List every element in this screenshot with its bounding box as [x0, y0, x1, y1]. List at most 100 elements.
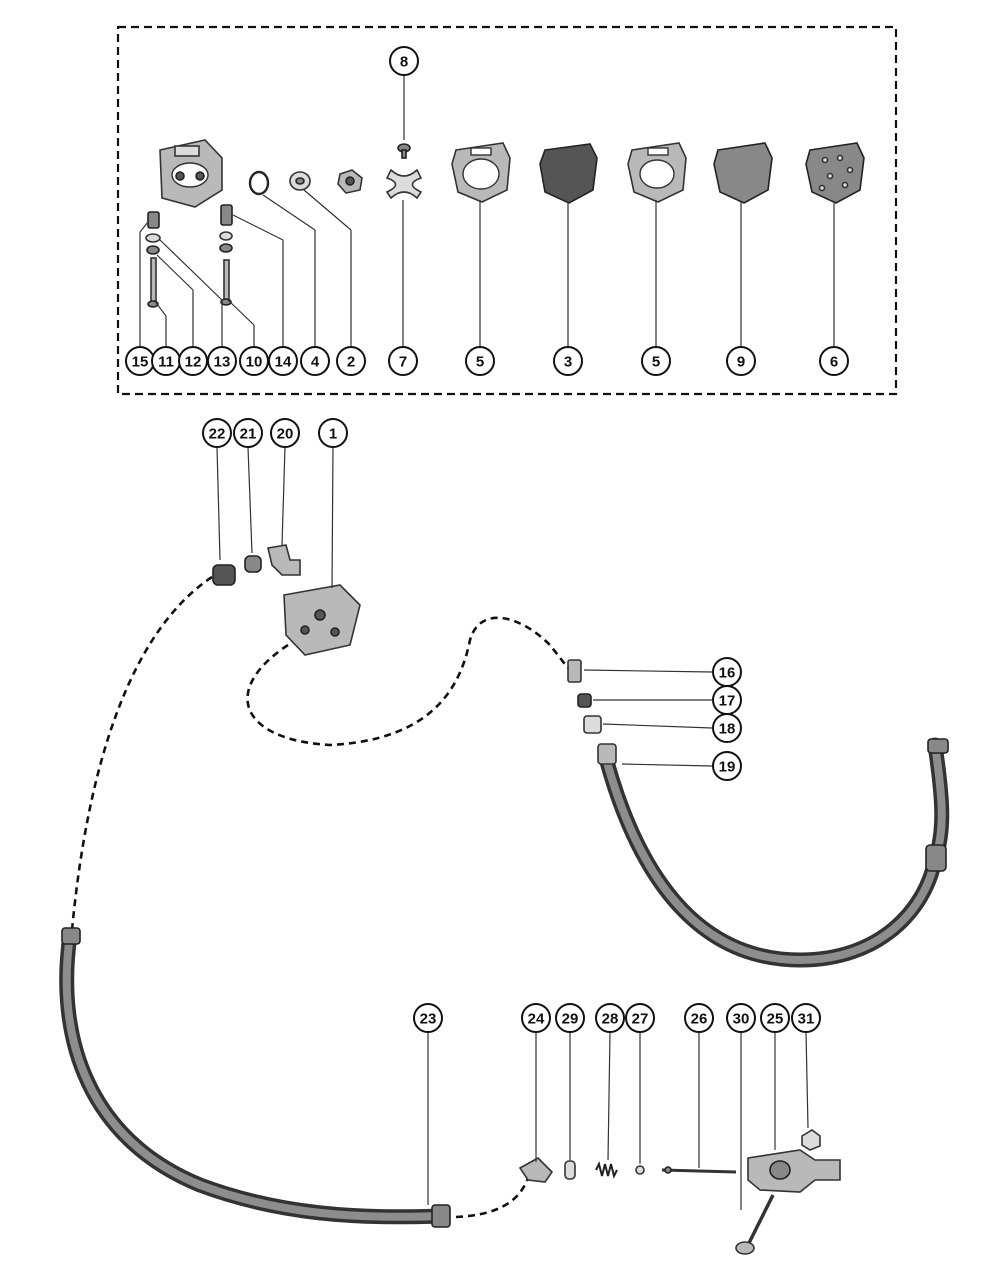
callout-4: 4	[300, 346, 330, 376]
fitting-16	[567, 659, 582, 683]
callout-circle	[389, 46, 419, 76]
callout-circle	[521, 1003, 551, 1033]
screw-set-right	[219, 204, 233, 306]
callout-number: 8	[400, 54, 408, 71]
o-ring-part	[248, 170, 270, 196]
callout-number: 28	[602, 1011, 619, 1028]
diaphragm-part	[539, 143, 598, 204]
elbow-24	[518, 1157, 554, 1183]
plate-part	[713, 142, 773, 204]
screw-set-left	[145, 211, 161, 308]
callout-circle	[336, 346, 366, 376]
valve-part	[385, 168, 423, 200]
callout-17: 17	[712, 685, 742, 715]
callout-19: 19	[712, 751, 742, 781]
callout-number: 26	[691, 1011, 708, 1028]
callout-15: 15	[125, 346, 155, 376]
callout-number: 17	[719, 693, 736, 710]
callout-27: 27	[625, 1003, 655, 1033]
callout-circle	[270, 418, 300, 448]
callout-number: 29	[562, 1011, 579, 1028]
nut-part	[337, 169, 363, 194]
dashed-route-bottom	[455, 1177, 530, 1219]
callout-circle	[555, 1003, 585, 1033]
callout-circle	[712, 713, 742, 743]
callout-24: 24	[521, 1003, 551, 1033]
callout-circle	[233, 418, 263, 448]
callout-circle	[641, 346, 671, 376]
hose-19	[597, 737, 950, 968]
callout-circle	[207, 346, 237, 376]
callout-circle	[760, 1003, 790, 1033]
dashed-route-loop	[246, 616, 570, 747]
callout-5: 5	[641, 346, 671, 376]
callout-number: 15	[132, 354, 149, 371]
callout-12: 12	[178, 346, 208, 376]
callout-9: 9	[726, 346, 756, 376]
callout-number: 5	[476, 354, 484, 371]
callout-number: 13	[214, 354, 231, 371]
callout-11: 11	[151, 346, 181, 376]
callout-31: 31	[791, 1003, 821, 1033]
callout-20: 20	[270, 418, 300, 448]
callout-circle	[318, 418, 348, 448]
callout-8: 8	[389, 46, 419, 76]
callout-23: 23	[413, 1003, 443, 1033]
elbow-fitting-20	[267, 544, 301, 576]
fitting-17	[577, 693, 592, 708]
gasket-part-right	[627, 142, 687, 203]
callout-number: 14	[275, 354, 292, 371]
callout-number: 11	[158, 354, 174, 371]
callout-number: 5	[652, 354, 660, 371]
callout-1: 1	[318, 418, 348, 448]
screw-30	[735, 1194, 775, 1255]
pin-26	[661, 1166, 737, 1174]
callout-circle	[684, 1003, 714, 1033]
fitting-18	[583, 715, 602, 734]
callout-circle	[726, 1003, 756, 1033]
callout-circle	[553, 346, 583, 376]
washer-part	[289, 171, 311, 191]
callout-26: 26	[684, 1003, 714, 1033]
callout-number: 16	[719, 665, 736, 682]
callout-number: 23	[420, 1011, 437, 1028]
callout-circle	[388, 346, 418, 376]
callout-3: 3	[553, 346, 583, 376]
callout-14: 14	[268, 346, 298, 376]
callout-number: 30	[733, 1011, 750, 1028]
callout-number: 10	[246, 354, 263, 371]
callout-number: 19	[719, 759, 736, 776]
fitting-21	[244, 555, 262, 573]
gasket-part-left	[451, 142, 511, 203]
callout-number: 27	[632, 1011, 649, 1028]
callout-circle	[268, 346, 298, 376]
callout-number: 31	[798, 1011, 815, 1028]
callout-28: 28	[595, 1003, 625, 1033]
kit-leader-lines	[139, 75, 835, 346]
callout-5: 5	[465, 346, 495, 376]
perforated-plate-part	[805, 142, 865, 204]
callout-circle	[819, 346, 849, 376]
callout-circle	[726, 346, 756, 376]
kit-boundary-box	[116, 25, 898, 396]
callout-10: 10	[239, 346, 269, 376]
callout-circle	[625, 1003, 655, 1033]
callout-circle	[595, 1003, 625, 1033]
callout-29: 29	[555, 1003, 585, 1033]
callout-number: 1	[329, 426, 337, 443]
callout-21: 21	[233, 418, 263, 448]
callout-number: 4	[311, 354, 320, 371]
callout-number: 9	[737, 354, 745, 371]
hose-23	[59, 927, 451, 1228]
callout-number: 6	[830, 354, 838, 371]
callout-25: 25	[760, 1003, 790, 1033]
callout-number: 22	[209, 426, 226, 443]
callout-18: 18	[712, 713, 742, 743]
pump-body-1	[283, 584, 361, 656]
callout-22: 22	[202, 418, 232, 448]
ball-27	[635, 1165, 645, 1175]
valve-body-25	[747, 1149, 841, 1193]
callout-2: 2	[336, 346, 366, 376]
